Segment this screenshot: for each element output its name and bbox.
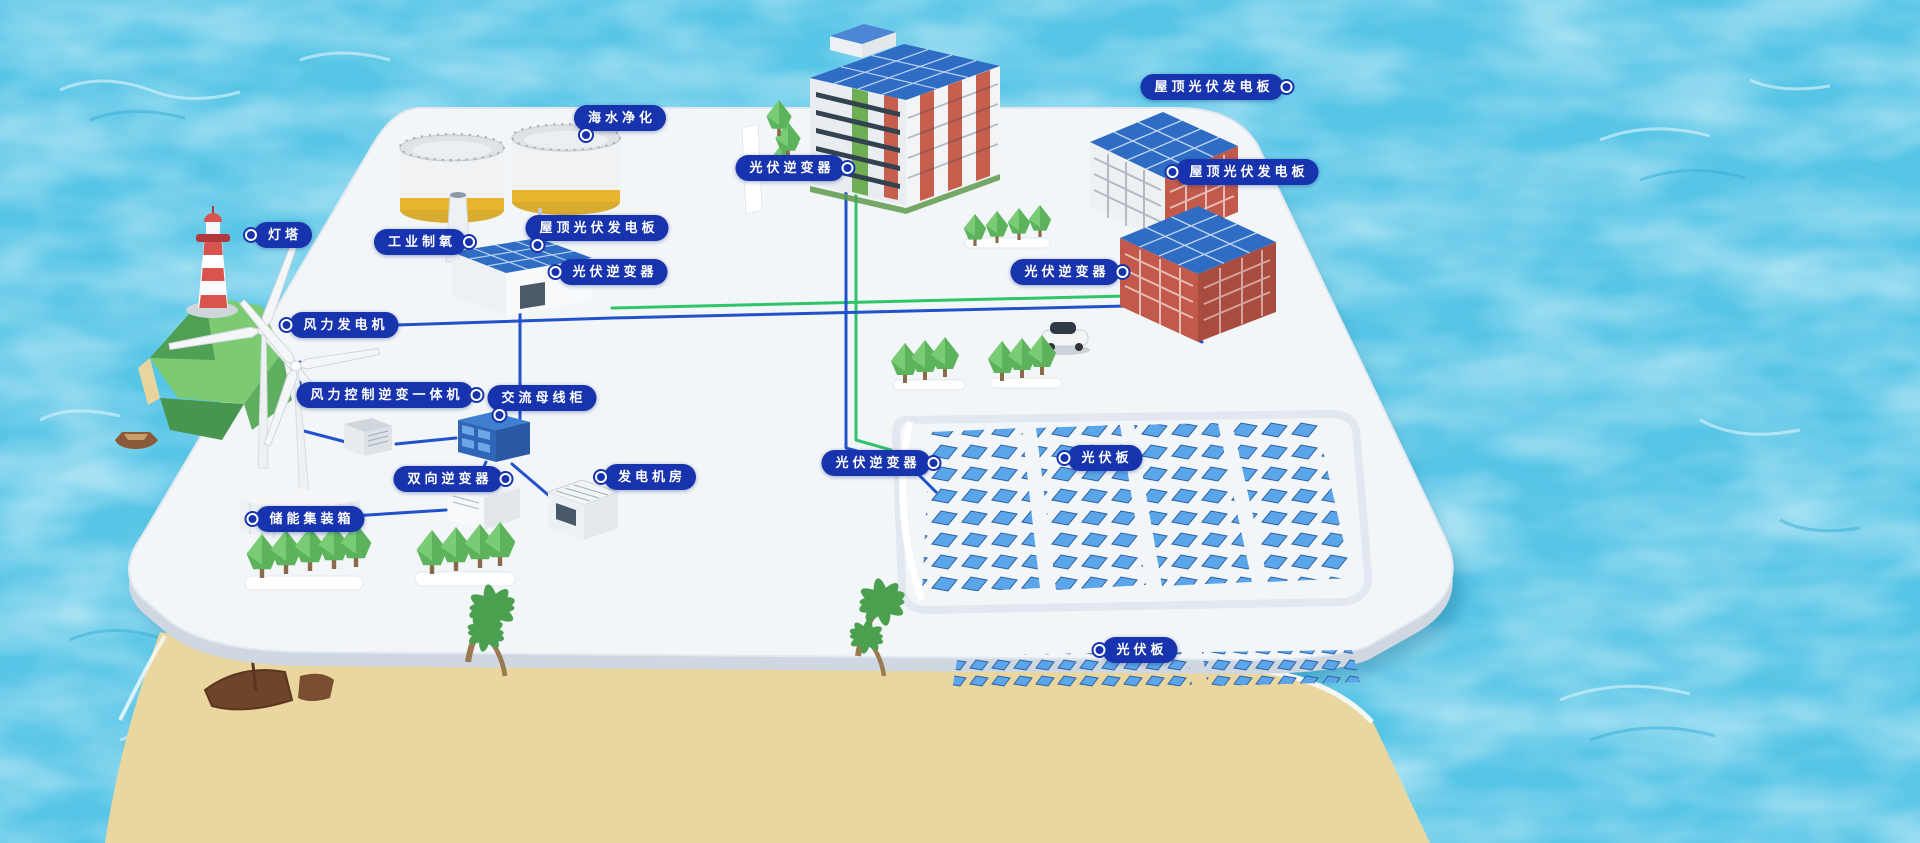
label-text: 光伏逆变器 [835,455,921,470]
connector-dot [1093,644,1106,656]
label-generator-room[interactable]: 发电机房 [594,464,697,490]
label-text: 屋顶光伏发电板 [539,220,659,235]
label-pv-inverter-factory[interactable]: 光伏逆变器 [549,259,668,285]
label-pv-panels-farm[interactable]: 光伏板 [1058,445,1143,471]
label-rooftop-pv-top-right[interactable]: 屋顶光伏发电板 [1140,74,1293,100]
apartment-building [810,24,1000,214]
connector-dot [493,409,506,421]
boat [115,432,158,449]
label-wind-turbine[interactable]: 风力发电机 [280,312,399,338]
label-rooftop-pv-right-2[interactable]: 屋顶光伏发电板 [1166,159,1319,185]
connector-dot [841,162,854,174]
label-text: 屋顶光伏发电板 [1154,79,1274,94]
tree-clusters [244,100,1063,591]
ac-busbar-cabinet [458,412,530,462]
connector-dot [579,129,592,141]
label-energy-storage-container[interactable]: 储能集装箱 [246,506,365,532]
connector-dot [927,457,940,469]
rooftop-solar-building-b [1120,206,1276,342]
connector-dot [499,473,512,485]
label-text: 工业制氧 [387,234,457,249]
connector-dot [1280,81,1293,93]
label-text: 灯塔 [267,227,303,242]
label-text: 光伏板 [1081,450,1133,465]
label-wind-control-inverter[interactable]: 风力控制逆变一体机 [296,382,483,408]
label-seawater-purification[interactable]: 海水净化 [573,105,667,141]
shipwreck [203,639,334,711]
label-rooftop-pv-factory[interactable]: 屋顶光伏发电板 [525,215,669,251]
generator-room [546,479,620,540]
connector-dot [594,471,607,483]
label-text: 屋顶光伏发电板 [1189,164,1309,179]
penthouse [830,24,896,58]
label-pv-panels-beach[interactable]: 光伏板 [1093,637,1178,663]
label-text: 储能集装箱 [269,511,355,526]
label-lighthouse[interactable]: 灯塔 [244,222,313,248]
label-text: 光伏逆变器 [572,264,658,279]
label-text: 光伏板 [1116,642,1168,657]
connector-dot [1166,166,1179,178]
label-pv-inverter-right-building[interactable]: 光伏逆变器 [1010,259,1129,285]
connector-dot [244,229,257,241]
lighthouse [186,206,238,318]
label-text: 光伏逆变器 [1024,264,1110,279]
label-text: 发电机房 [617,469,687,484]
label-text: 交流母线柜 [501,390,587,405]
connector-dot [280,319,293,331]
connector-dot [463,236,476,248]
label-pv-inverter-solar-farm[interactable]: 光伏逆变器 [821,450,940,476]
label-text: 风力控制逆变一体机 [310,387,464,402]
connector-dot [1058,452,1071,464]
label-text: 光伏逆变器 [749,160,835,175]
label-bidirectional-inverter[interactable]: 双向逆变器 [393,466,512,492]
label-text: 风力发电机 [303,317,389,332]
connector-dot [549,266,562,278]
wind-control-inverter-cabinet [344,418,392,456]
label-text: 双向逆变器 [407,471,493,486]
label-ac-busbar-cabinet[interactable]: 交流母线柜 [487,385,597,421]
connector-dot [246,513,259,525]
label-text: 海水净化 [587,110,657,125]
storage-tank-2 [511,123,621,215]
label-industrial-oxygen[interactable]: 工业制氧 [373,229,476,255]
connector-dot [1116,266,1129,278]
connector-dot [531,239,544,251]
label-pv-inverter-apartment[interactable]: 光伏逆变器 [735,155,854,181]
connector-dot [470,389,483,401]
